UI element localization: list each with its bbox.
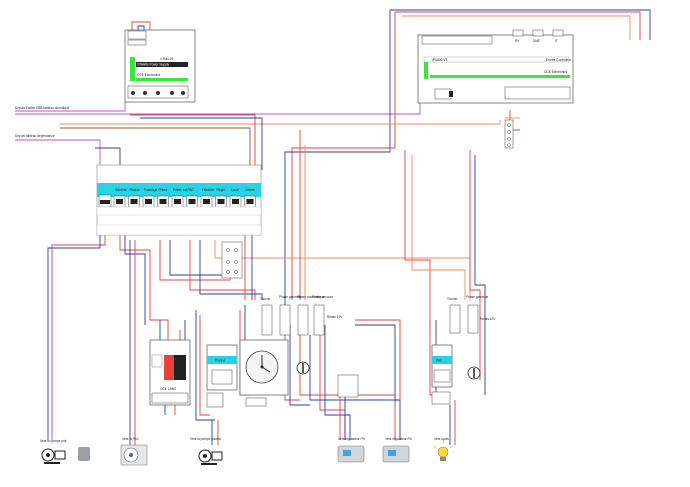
breaker-label-6: Filtration [202,188,214,192]
relay-group-center: Touche Phase générale Phase automatique … [260,295,343,336]
ipx-brand: GCE Electronics [544,70,568,74]
middle-terminal-stack [221,241,243,279]
breaker-label-0: Général [115,188,127,192]
bottom-label-pompe-piscine: Vers la pompe piscine [190,437,221,441]
pac-module-label: PAC [436,359,443,363]
bottom-label-pompe-puit: Vers la pompe puit [40,439,67,443]
breaker-handle-8 [232,199,239,204]
bottom-label-spots: Vers spots [434,437,449,441]
tableau-dependance-label: Depuis tableau dépendance [15,134,55,138]
relay-label-touche: Touche [260,297,271,301]
bottom-devices: Vers la pompe puit Vers la PAC Vers la p… [40,437,453,466]
switch-ebb-label: Depuis Switch EBB tableau domotique [15,106,70,110]
relay-group-right: Touche Phase générale Relais 12V PAC [431,295,496,405]
relay-right-label-phase: Phase générale [466,295,489,299]
bottom-label-regulateur-rx: Vers régulateur RX [385,437,413,441]
breaker-label-4: Prises ext. [173,188,188,192]
ipx-top-label-rx: RX [515,39,520,43]
power-supply-module: V-Rail-20 20Watts Power Supply GCE Elect… [124,29,196,103]
rx-regulator-icon [382,445,410,463]
relais-label-center: Relais 12V [327,315,343,319]
pump-well-icon [41,448,66,464]
timer-module: Pompe [206,339,310,396]
breaker-handle-0 [116,199,123,204]
power-supply-brand: GCE Electronics [137,73,161,77]
ipx-top-label-it: IT [555,39,558,43]
ipx-model: IPX800 V3 [432,58,447,62]
power-supply-model: V-Rail-20 [160,57,173,61]
bottom-terminal-stacks [206,374,359,408]
ph-regulator-icon [337,445,365,463]
breaker-label-3: Prises [159,188,168,192]
breaker-handle-3 [159,199,167,204]
breaker-handle-9 [246,199,254,204]
bottom-label-regulateur-ph: Vers régulateur PH [338,437,366,441]
breaker-handle-6 [203,199,210,204]
breaker-handle-4 [174,199,181,204]
breaker-label-1: Piscine [130,188,141,192]
ipx-top-label-dmf: DMF [533,39,540,43]
breaker-handle-5 [188,199,196,204]
breaker-label-8: Local [231,188,239,192]
pressure-tank-icon [78,447,90,461]
light-bulb-icon [433,441,453,461]
power-supply-title: 20Watts Power Supply [137,63,170,67]
ipx-top-connectors: RX DMF IT [512,29,564,43]
ipx800-controller: IPX800 V3 Entrée Contrôleur GCE Electron… [417,29,574,104]
relay-label-phase-secours: Phase secours [312,295,333,299]
breaker-label-5: PAC [188,188,195,192]
heat-pump-icon [120,444,148,466]
breaker-label-7: Régul. [217,188,226,192]
contactor-module: GCE LANS [149,339,191,406]
relay-label-phase-generale: Phase générale [279,295,302,299]
relais-label-right: Relais 12V [480,317,496,321]
contactor-brand: GCE LANS [160,387,176,391]
bottom-label-pac: Vers la PAC [122,437,140,441]
pool-pump-icon [198,449,223,465]
breaker-handle-2 [145,199,152,204]
ipx-terminal-stack [504,119,514,149]
relay-right-label-touche: Touche [447,297,458,301]
ipx-side-label: Entrée Contrôleur [546,58,572,62]
breaker-label-2: Eclairage [144,188,158,192]
breaker-label-9: Divers [246,188,255,192]
relay-label-phase-auto: Phase automatique [297,295,325,299]
breaker-handle-7 [217,199,225,204]
timer-module-label: Pompe [215,359,225,363]
breaker-handle-1 [130,199,138,204]
